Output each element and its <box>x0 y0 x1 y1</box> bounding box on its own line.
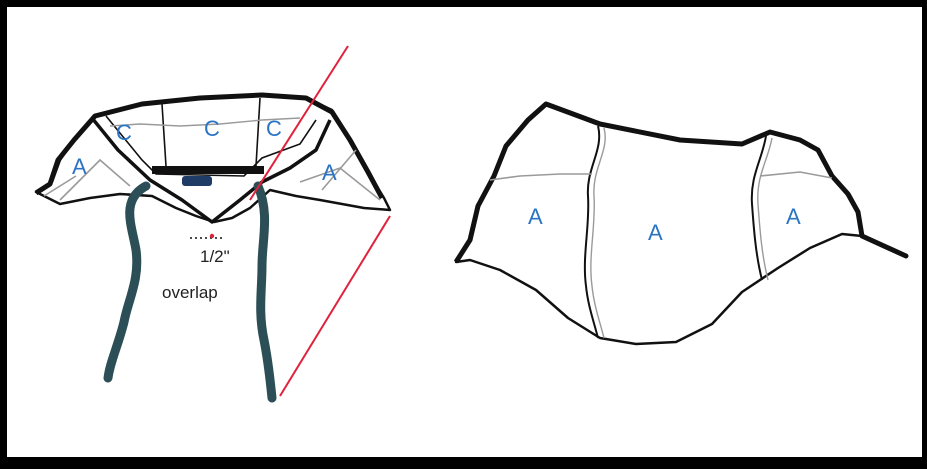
right-hood-seam-left <box>583 125 601 339</box>
guide-line-lower <box>279 215 391 397</box>
left-hood-label-a-left: A <box>72 154 87 179</box>
right-hood-label-a-right: A <box>786 204 801 229</box>
right-hood-seam-left-stitch <box>590 127 606 339</box>
right-drawstring <box>253 181 277 403</box>
left-drawstring <box>103 181 151 383</box>
left-hood-opening <box>90 116 332 224</box>
left-hood-side-seams <box>43 149 381 201</box>
right-hood-top-outline <box>453 101 865 264</box>
right-hood-seam-right <box>750 135 767 281</box>
left-hood-neckband <box>152 166 264 174</box>
right-hood-side-seams <box>489 171 833 181</box>
left-hood-c-seams <box>109 117 301 127</box>
overlap-marker <box>209 233 215 239</box>
right-hood: A A A <box>453 101 909 346</box>
left-hood-label-c-right: C <box>266 116 282 141</box>
overlap-measure: 1/2" <box>200 247 230 266</box>
left-hood: C C C A A 1/2" overlap <box>34 45 392 403</box>
guide-line-upper <box>249 45 349 201</box>
right-hood-tail <box>859 233 909 259</box>
left-hood-label-a-right: A <box>322 160 337 185</box>
left-hood-label-c-left: C <box>116 120 132 145</box>
right-hood-label-a-left: A <box>528 204 543 229</box>
left-hood-body <box>34 94 392 224</box>
right-hood-seam-right-stitch <box>757 137 773 281</box>
left-hood-eyelets <box>182 176 212 186</box>
overlap-word: overlap <box>162 283 218 302</box>
left-hood-c-panels <box>105 97 317 177</box>
right-hood-label-a-middle: A <box>648 220 663 245</box>
left-hood-top-outline <box>34 92 385 200</box>
left-hood-label-c-middle: C <box>204 116 220 141</box>
